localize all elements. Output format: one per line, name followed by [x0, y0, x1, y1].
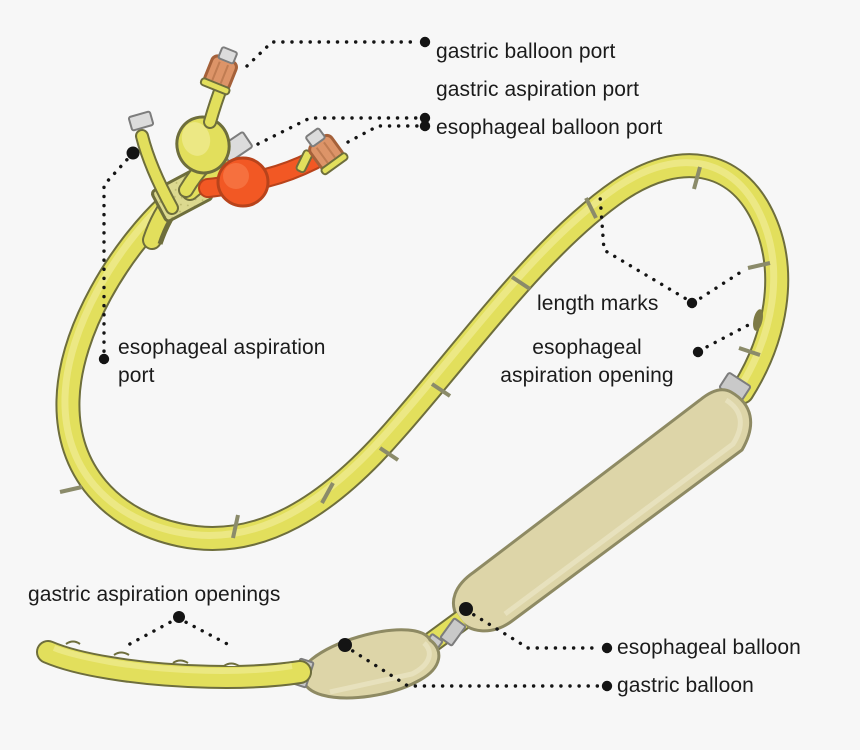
label-esophageal-aspiration-port: esophageal aspiration port: [118, 334, 388, 390]
label-length-marks: length marks: [537, 292, 659, 315]
esophageal-balloon-port: [198, 127, 349, 208]
leader-gastric-openings-left: [126, 616, 180, 647]
esophageal-balloon: [452, 388, 752, 633]
leader-esophageal-balloon: [464, 608, 602, 650]
esophageal-aspiration-opening: [753, 309, 763, 331]
leader-gastric-openings-right: [176, 616, 235, 649]
leader-gastric-aspiration-port: [256, 116, 420, 146]
dot-length-marks: [686, 297, 698, 309]
dot-origin-esophageal-balloon: [459, 602, 473, 616]
dot-origin-gastric-balloon: [338, 638, 352, 652]
dot-esophageal-aspiration-port: [98, 353, 110, 365]
esophageal-aspiration-port: [127, 110, 179, 215]
label-esophageal-balloon: esophageal balloon: [617, 636, 801, 659]
distal-tip-tube: [36, 640, 312, 689]
gastric-aspiration-openings: [65, 640, 240, 667]
gastric-balloon: [300, 628, 441, 700]
label-esophageal-aspiration-opening-line2: aspiration opening: [500, 364, 674, 387]
leader-dots: [98, 36, 704, 692]
gastric-balloon-port: [175, 46, 238, 198]
leader-lines: [102, 40, 756, 688]
leader-esophageal-balloon-port: [346, 124, 420, 144]
leader-length-marks-upper: [598, 194, 695, 305]
label-gastric-balloon-port: gastric balloon port: [436, 40, 616, 63]
label-esophageal-aspiration-port-line2: port: [118, 364, 155, 387]
leader-gastric-balloon-port: [245, 40, 420, 68]
main-tube: [55, 153, 790, 551]
dot-esophageal-aspiration-opening: [692, 346, 704, 358]
dot-gastric-balloon-port: [419, 36, 431, 48]
label-gastric-aspiration-openings: gastric aspiration openings: [28, 583, 281, 606]
label-esophageal-aspiration-opening-line1: esophageal: [532, 336, 642, 359]
dot-esophageal-balloon-port: [419, 120, 431, 132]
dot-gastric-balloon: [601, 680, 613, 692]
dot-esophageal-balloon: [601, 642, 613, 654]
leader-esophageal-aspiration-opening: [697, 320, 756, 353]
length-marks: [59, 166, 771, 539]
label-gastric-aspiration-port: gastric aspiration port: [436, 78, 640, 101]
label-esophageal-aspiration-opening: esophageal aspiration opening: [482, 334, 692, 390]
label-esophageal-aspiration-port-line1: esophageal aspiration: [118, 336, 326, 359]
dot-origin-esoph-asp-port: [126, 146, 140, 160]
dot-gastric-aspiration-openings: [173, 611, 185, 623]
leader-length-marks-lower: [691, 268, 746, 305]
label-gastric-balloon: gastric balloon: [617, 674, 754, 697]
dot-gastric-aspiration-port: [419, 112, 431, 124]
label-esophageal-balloon-port: esophageal balloon port: [436, 116, 663, 139]
